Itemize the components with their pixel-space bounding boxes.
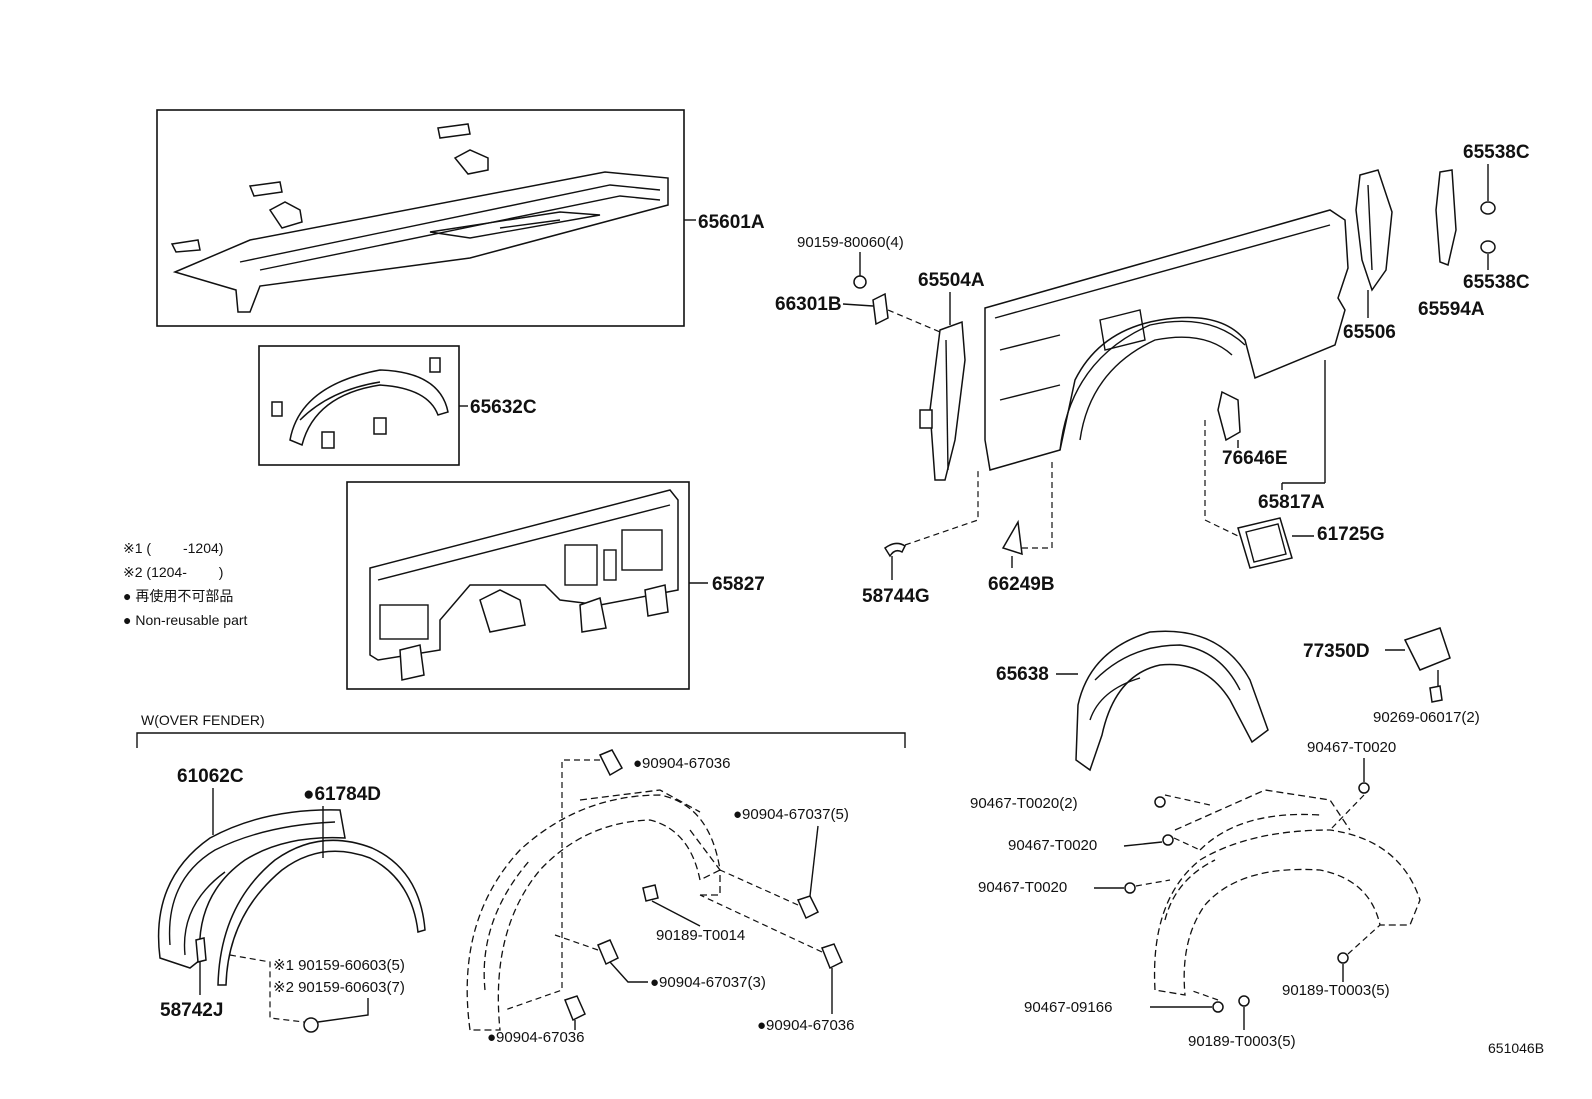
part-58744G-seal — [883, 542, 906, 558]
part-66301B-clip — [872, 292, 889, 326]
label-90159-60603-5: ※1 90159-60603(5) — [273, 957, 405, 974]
label-76646E: 76646E — [1222, 448, 1288, 469]
part-90159-60603-bolt — [303, 1017, 319, 1033]
label-61725G: 61725G — [1317, 524, 1385, 545]
part-90269-06017-rivet — [1429, 685, 1443, 703]
note-range-1: ※1 ( -1204) — [123, 540, 223, 556]
label-66249B: 66249B — [988, 574, 1055, 595]
label-90904-67036-top: ●90904-67036 — [633, 755, 730, 772]
part-lower-liner-dashed — [1153, 789, 1421, 996]
label-90159-80060: 90159-80060(4) — [797, 234, 904, 251]
label-90467-T0020-a: 90467-T0020 — [1008, 837, 1097, 854]
part-bed-side-outer — [984, 209, 1349, 471]
part-90467-T0020-clip-r — [1358, 782, 1370, 794]
label-90189-T0003-5b: 90189-T0003(5) — [1188, 1033, 1296, 1050]
label-90904-67037-3: ●90904-67037(3) — [650, 974, 766, 991]
label-90904-67037-5: ●90904-67037(5) — [733, 806, 849, 823]
part-90467-T0020-clip-2 — [1154, 796, 1166, 808]
label-66301B: 66301B — [775, 294, 842, 315]
label-65538C-bot: 65538C — [1463, 272, 1530, 293]
label-65638: 65638 — [996, 664, 1049, 685]
part-90904-67037-clip-5 — [796, 895, 820, 920]
label-90467-T0020-b: 90467-T0020 — [978, 879, 1067, 896]
part-90904-67036-clip-br — [821, 943, 843, 970]
part-65601A-floor — [170, 123, 669, 313]
label-65601A: 65601A — [698, 212, 765, 233]
label-65827: 65827 — [712, 574, 765, 595]
label-90467-T0020-2: 90467-T0020(2) — [970, 795, 1078, 812]
part-65594A-bracket — [1435, 169, 1457, 267]
part-90467-T0020-clip-a — [1162, 834, 1174, 846]
note-non-reusable-jp: ● 再使用不可部品 — [123, 588, 233, 604]
part-65827-inner-panel — [369, 489, 679, 681]
part-65538C-nut-bot — [1480, 240, 1496, 254]
frame-65827 — [346, 481, 690, 690]
label-90189-T0014: 90189-T0014 — [656, 927, 745, 944]
label-58744G: 58744G — [862, 586, 930, 607]
part-90467-09166-clip — [1212, 1001, 1224, 1013]
part-90904-67037-clip-3 — [597, 939, 619, 966]
part-90467-T0020-clip-b — [1124, 882, 1136, 894]
label-61062C: 61062C — [177, 766, 244, 787]
part-90189-T0003-clip-r — [1337, 952, 1349, 964]
part-58742J-clip — [195, 937, 207, 963]
part-90904-67036-clip-bl — [564, 995, 586, 1022]
part-61725G-fuel-box — [1237, 517, 1293, 569]
part-66249B-cover — [1001, 519, 1023, 556]
part-65504A-front-pillar — [919, 320, 966, 481]
part-61062C-over-fender — [157, 809, 346, 969]
part-76646E-bracket — [1217, 390, 1241, 442]
label-65594A: 65594A — [1418, 299, 1485, 320]
label-65538C-top: 65538C — [1463, 142, 1530, 163]
label-90904-67036-br: ●90904-67036 — [757, 1017, 854, 1034]
section-title-over-fender: W(OVER FENDER) — [141, 712, 265, 728]
label-90904-67036-bl: ●90904-67036 — [487, 1029, 584, 1046]
part-65506-rear-pillar — [1355, 169, 1393, 292]
part-90189-T0003-clip-b — [1238, 995, 1250, 1007]
diagram-id: 651046B — [1488, 1040, 1544, 1056]
label-65504A: 65504A — [918, 270, 985, 291]
part-over-fender-dashed — [466, 789, 721, 1031]
label-90467-09166: 90467-09166 — [1024, 999, 1112, 1016]
label-65632C: 65632C — [470, 397, 537, 418]
label-77350D: 77350D — [1303, 641, 1370, 662]
part-65638-liner — [1075, 630, 1269, 772]
part-65632C-wheelhouse — [271, 357, 449, 449]
label-61784D: ●61784D — [303, 784, 381, 805]
part-90159-80060-bolt — [853, 275, 867, 289]
label-90189-T0003-5r: 90189-T0003(5) — [1282, 982, 1390, 999]
label-90269-06017: 90269-06017(2) — [1373, 709, 1480, 726]
part-65538C-nut-top — [1480, 201, 1496, 215]
part-90189-T0014-clip — [642, 884, 659, 902]
frame-65601A — [156, 109, 685, 327]
note-range-2: ※2 (1204- ) — [123, 564, 223, 580]
part-61784D-seal — [217, 839, 426, 986]
label-65817A: 65817A — [1258, 492, 1325, 513]
part-77350D-fuel-lid — [1403, 627, 1451, 671]
part-90904-67036-clip-top — [598, 749, 624, 777]
label-90159-60603-7: ※2 90159-60603(7) — [273, 979, 405, 996]
note-non-reusable-en: ● Non-reusable part — [123, 612, 248, 628]
frame-65632C — [258, 345, 460, 466]
label-90467-T0020-r: 90467-T0020 — [1307, 739, 1396, 756]
section-bracket — [136, 732, 906, 748]
label-65506: 65506 — [1343, 322, 1396, 343]
label-58742J: 58742J — [160, 1000, 223, 1021]
